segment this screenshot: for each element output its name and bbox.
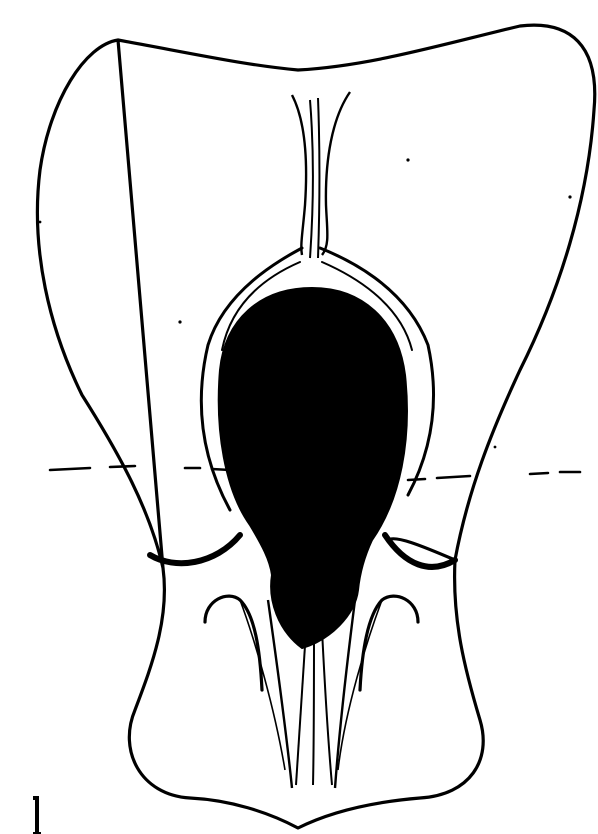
upper-stalk-center-left [310,100,313,258]
dark-mass [219,288,407,648]
lower-stalk-left [296,630,306,785]
lower-stalk-right [322,630,332,785]
ink-speck [494,446,497,449]
right-hook [360,596,418,690]
lower-stalk-center [313,628,314,785]
ink-speck [406,158,409,161]
upper-stalk-right [322,92,350,255]
ink-speck [178,320,181,323]
left-hook [205,596,262,690]
ink-speck [39,221,42,224]
corner-bracket-mark [33,798,41,834]
left-shoulder-curve [150,535,240,563]
upper-stalk-left [292,95,306,255]
upper-stalk-center-right [318,98,320,258]
ink-speck [568,195,571,198]
